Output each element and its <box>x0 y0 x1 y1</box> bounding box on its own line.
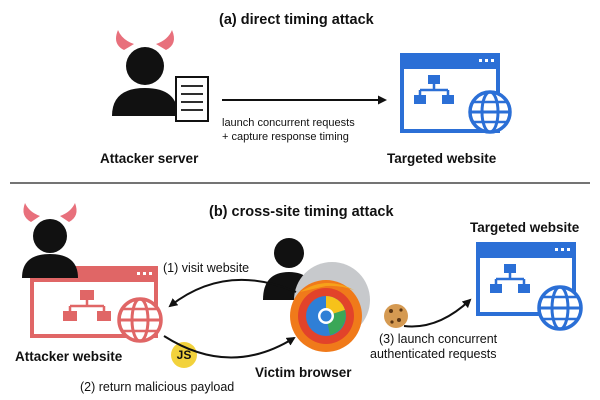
js-badge-label: JS <box>176 348 192 362</box>
js-payload-icon <box>171 342 197 368</box>
browser-icon <box>290 262 370 352</box>
step3-label-2: authenticated requests <box>370 347 497 361</box>
panel-b-title: (b) cross-site timing attack <box>209 204 394 220</box>
step1-label: (1) visit website <box>163 261 250 275</box>
panel-b-target-label: Targeted website <box>470 220 580 235</box>
panel-a-arrow-text-2: + capture response timing <box>222 131 349 143</box>
step2-label: (2) return malicious payload <box>80 380 235 394</box>
cookie-icon <box>384 304 408 328</box>
panel-a-target-label: Targeted website <box>387 151 497 166</box>
panel-a-title: (a) direct timing attack <box>219 12 374 28</box>
return-payload-arrow <box>163 335 296 359</box>
panel-b-attacker-label: Attacker website <box>15 349 123 364</box>
hacker-icon <box>112 30 178 116</box>
hacker-icon-b <box>22 203 78 278</box>
panel-a-arrow-text-1: launch concurrent requests <box>222 117 355 129</box>
target-website-icon-b <box>476 242 583 331</box>
step3-label-1: (3) launch concurrent <box>379 332 498 346</box>
concurrent-requests-arrow <box>403 298 472 328</box>
attacker-website-icon <box>30 266 163 343</box>
visit-website-arrow <box>168 278 297 308</box>
target-website-icon-a <box>400 53 512 134</box>
panel-b-victim-label: Victim browser <box>255 365 352 380</box>
panel-a-attacker-label: Attacker server <box>100 151 199 166</box>
server-icon <box>175 76 209 122</box>
